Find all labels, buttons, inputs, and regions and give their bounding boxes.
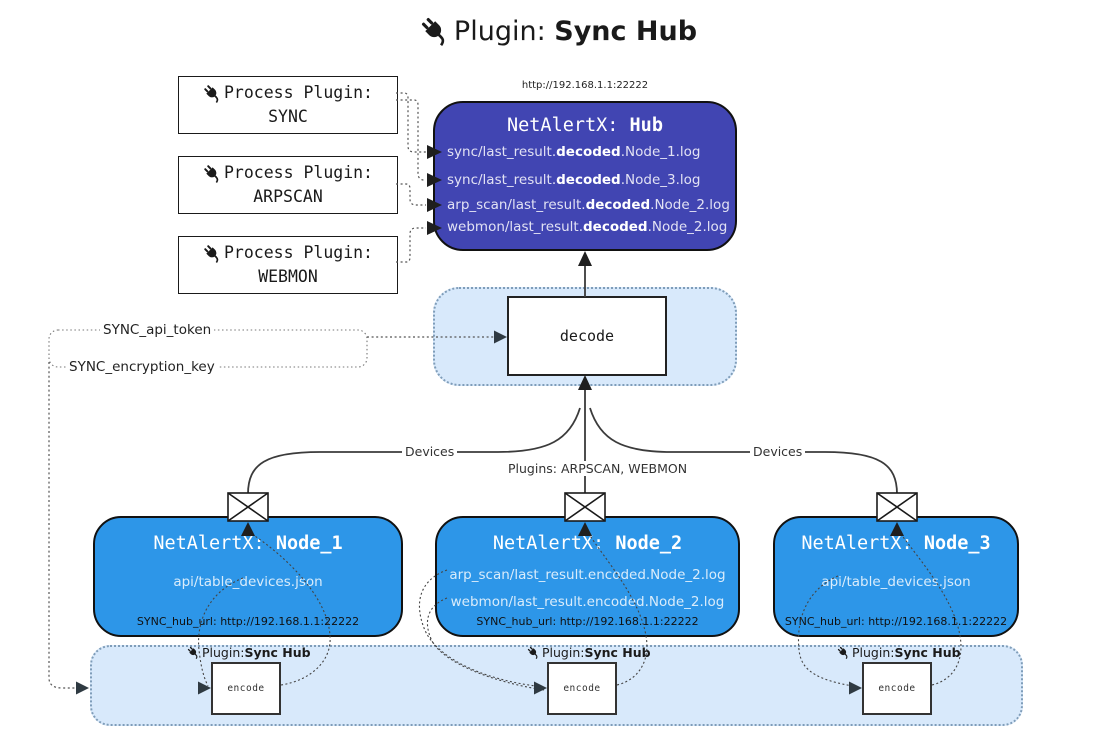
process-plugin-name: ARPSCAN — [253, 187, 323, 206]
node-footer: SYNC_hub_url: http://192.168.1.1:22222 — [784, 615, 1008, 628]
plug-icon — [203, 164, 222, 183]
edge-plugins-middle — [578, 375, 592, 494]
encode-plugin-prefix: Plugin: — [542, 645, 585, 660]
hub-log-pre: webmon/last_result. — [447, 219, 584, 235]
hub-log-line: arp_scan/last_result.decoded.Node_2.log — [447, 197, 737, 213]
plug-icon — [420, 16, 450, 46]
edge-sync-to-hub — [396, 92, 426, 181]
hub-log-bold: decoded — [583, 219, 648, 235]
hub-log-line: webmon/last_result.decoded.Node_2.log — [447, 219, 737, 235]
process-plugin-sync-box: Process Plugin: SYNC — [178, 76, 398, 134]
hub-name-prefix: NetAlertX: — [507, 115, 630, 136]
node-name-bold: Node_1 — [275, 533, 343, 554]
edge-label-devices-left: Devices — [402, 444, 458, 459]
encode-box-3: encode — [862, 662, 932, 715]
edge-webmon-to-hub — [396, 227, 426, 263]
encode-plugin-prefix: Plugin: — [202, 645, 245, 660]
hub-log-pre: arp_scan/last_result. — [447, 197, 586, 213]
hub-title: NetAlertX: Hub — [433, 115, 737, 136]
hub-box — [433, 101, 737, 251]
process-plugin-name: WEBMON — [258, 267, 318, 286]
node-line: api/table_devices.json — [173, 574, 323, 590]
node1-box: NetAlertX: Node_1 api/table_devices.json… — [93, 516, 403, 637]
process-plugin-label: Process Plugin: — [223, 83, 373, 103]
hub-name-bold: Hub — [629, 115, 663, 136]
hub-url: http://192.168.1.1:22222 — [521, 80, 649, 91]
node-line: api/table_devices.json — [821, 574, 971, 590]
edge-devices-right — [589, 407, 898, 495]
node-title: NetAlertX: Node_2 — [437, 533, 738, 554]
hub-log-post: .Node_2.log — [647, 219, 728, 235]
edge-arpscan-to-hub — [396, 183, 426, 206]
node-footer: SYNC_hub_url: http://192.168.1.1:22222 — [476, 615, 699, 628]
hub-log-post: .Node_3.log — [620, 172, 701, 188]
process-plugin-name: SYNC — [268, 107, 308, 126]
node-title: NetAlertX: Node_3 — [775, 533, 1017, 554]
process-plugin-webmon-box: Process Plugin: WEBMON — [178, 236, 398, 294]
process-plugin-label: Process Plugin: — [223, 243, 373, 263]
edge-label-plugins: Plugins: ARPSCAN, WEBMON — [505, 461, 691, 476]
node-name-prefix: NetAlertX: — [492, 533, 616, 554]
node-footer: SYNC_hub_url: http://192.168.1.1:22222 — [136, 615, 360, 628]
hub-log-line: sync/last_result.decoded.Node_1.log — [447, 144, 737, 160]
process-plugin-label: Process Plugin: — [223, 163, 373, 183]
encode-plugin-label-3: Plugin: Sync Hub — [837, 645, 961, 660]
hub-log-bold: decoded — [556, 172, 621, 188]
hub-log-bold: decoded — [556, 144, 621, 160]
node3-box: NetAlertX: Node_3 api/table_devices.json… — [773, 516, 1019, 637]
node-name-bold: Node_3 — [923, 533, 991, 554]
hub-log-post: .Node_1.log — [620, 144, 701, 160]
encode-plugin-prefix: Plugin: — [852, 645, 895, 660]
hub-log-pre: sync/last_result. — [447, 144, 557, 160]
node-name-prefix: NetAlertX: — [801, 533, 924, 554]
page-title: Plugin: Sync Hub — [0, 16, 1117, 47]
plug-icon — [187, 646, 200, 659]
hub-log-line: sync/last_result.decoded.Node_3.log — [447, 172, 737, 188]
edge-config-tokens — [48, 329, 507, 695]
title-bold: Sync Hub — [554, 16, 698, 47]
process-plugin-arpscan-box: Process Plugin: ARPSCAN — [178, 156, 398, 214]
node-name-prefix: NetAlertX: — [153, 533, 276, 554]
decode-box: decode — [507, 296, 667, 376]
hub-log-bold: decoded — [585, 197, 651, 213]
hub-log-post: .Node_2.log — [650, 197, 730, 213]
encode-plugin-label-2: Plugin: Sync Hub — [527, 645, 651, 660]
encode-plugin-label-1: Plugin: Sync Hub — [187, 645, 311, 660]
plug-icon — [837, 646, 850, 659]
plug-icon — [203, 244, 222, 263]
title-prefix: Plugin: — [453, 16, 555, 47]
node-name-bold: Node_2 — [615, 533, 683, 554]
node-line: webmon/last_result.encoded.Node_2.log — [450, 594, 725, 610]
node-line: arp_scan/last_result.encoded.Node_2.log — [449, 567, 726, 583]
plug-icon — [527, 646, 540, 659]
node2-box: NetAlertX: Node_2 arp_scan/last_result.e… — [435, 516, 740, 637]
encode-plugin-bold: Sync Hub — [244, 645, 311, 660]
encode-box-1: encode — [211, 662, 281, 715]
sync-encryption-key-label: SYNC_encryption_key — [66, 359, 218, 375]
encode-box-2: encode — [547, 662, 617, 715]
hub-log-pre: sync/last_result. — [447, 172, 557, 188]
sync-api-token-label: SYNC_api_token — [100, 322, 215, 338]
plug-icon — [203, 84, 222, 103]
encode-plugin-bold: Sync Hub — [584, 645, 651, 660]
encode-plugin-bold: Sync Hub — [894, 645, 961, 660]
node-title: NetAlertX: Node_1 — [95, 533, 401, 554]
edge-label-devices-right: Devices — [750, 444, 806, 459]
